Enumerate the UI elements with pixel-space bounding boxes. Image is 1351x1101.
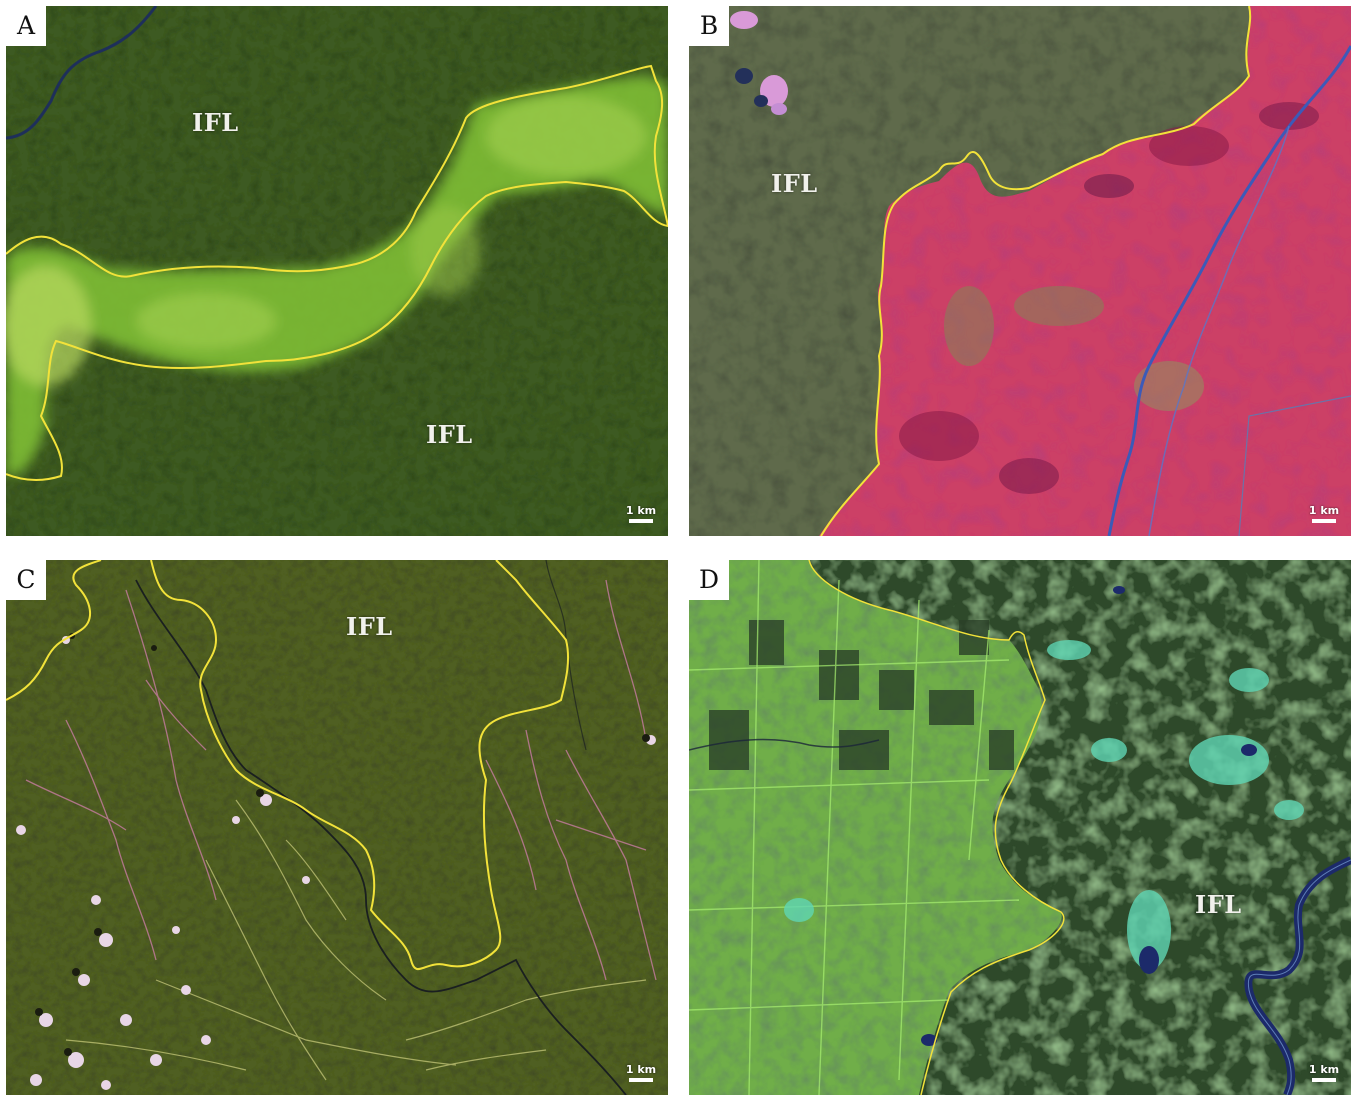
green-patches: [944, 286, 1204, 411]
panel-letter: C: [6, 560, 46, 600]
panel-a-imagery: [6, 6, 668, 536]
panel-c: C IFL 1 km: [6, 560, 668, 1095]
road-line: [1238, 395, 1351, 536]
water-spots: [921, 586, 1257, 1046]
scale-bar-line: [629, 1078, 653, 1082]
ifl-boundary: [820, 6, 1252, 536]
cloud-spots: [16, 636, 656, 1090]
dark-patches: [899, 102, 1319, 494]
panel-b: B IFL 1 km: [689, 6, 1351, 536]
scale-bar-line: [1312, 519, 1336, 523]
ifl-label: IFL: [771, 169, 818, 198]
panel-a: A IFL IFL 1 km: [6, 6, 668, 536]
clearing-zone: [6, 76, 668, 476]
ifl-label: IFL: [1195, 890, 1242, 919]
panel-letter: D: [689, 560, 729, 600]
river: [135, 579, 627, 1095]
road-network: [25, 579, 657, 981]
scale-bar-label: 1 km: [625, 1063, 657, 1076]
scale-bar: 1 km: [624, 504, 658, 523]
stream: [689, 738, 880, 751]
panel-letter: B: [689, 6, 729, 46]
panel-d: D IFL 1 km: [689, 560, 1351, 1095]
scale-bar: 1 km: [1307, 504, 1341, 523]
scale-bar: 1 km: [1307, 1063, 1341, 1082]
grid-lines: [689, 560, 1020, 1095]
panel-c-imagery: [6, 560, 668, 1095]
river: [6, 6, 158, 140]
panel-b-imagery: [689, 6, 1351, 536]
scale-bar-label: 1 km: [1308, 504, 1340, 517]
ifl-boundary: [808, 560, 1065, 1095]
panel-d-imagery: [689, 560, 1351, 1095]
ifl-label: IFL: [426, 420, 473, 449]
panel-letter: A: [6, 6, 46, 46]
ifl-label: IFL: [346, 612, 393, 641]
cloud-patches: [730, 11, 788, 115]
scale-bar-line: [1312, 1078, 1336, 1082]
scale-bar-label: 1 km: [625, 504, 657, 517]
ifl-boundary: [6, 560, 570, 971]
streams: [65, 799, 647, 1081]
river-channel: [1148, 125, 1290, 536]
scale-bar-label: 1 km: [1308, 1063, 1340, 1076]
scale-bar-line: [629, 519, 653, 523]
ifl-boundary: [6, 64, 668, 481]
river: [1107, 45, 1351, 536]
ifl-label: IFL: [192, 108, 239, 137]
scale-bar: 1 km: [624, 1063, 658, 1082]
river-edge: [1247, 859, 1351, 1095]
